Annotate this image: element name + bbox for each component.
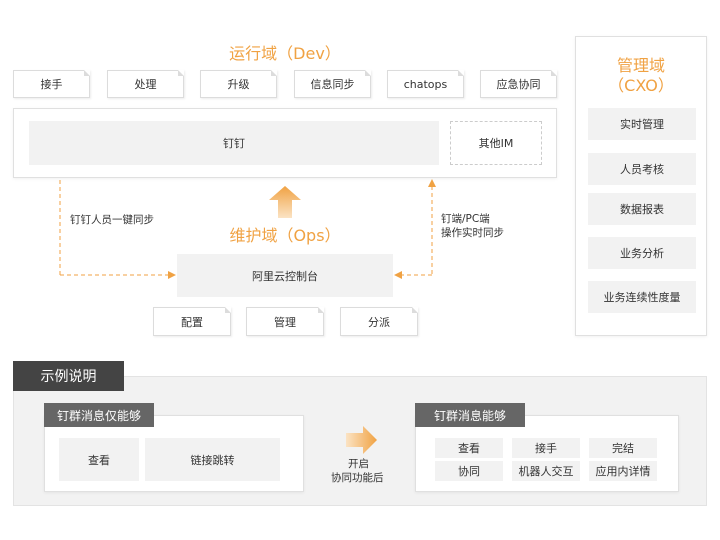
right-arrow-icon: [346, 426, 377, 454]
example-title: 示例说明: [13, 361, 124, 391]
ops-domain-title: 维护域（Ops）: [229, 226, 341, 245]
ops-tag-dispatch[interactable]: 分派: [340, 307, 418, 336]
example-right-robot[interactable]: 机器人交互: [512, 461, 580, 481]
ops-tag-config[interactable]: 配置: [153, 307, 231, 336]
example-right-view[interactable]: 查看: [435, 438, 503, 458]
cxo-item-continuity[interactable]: 业务连续性度量: [588, 281, 696, 313]
example-right-takeover[interactable]: 接手: [512, 438, 580, 458]
sync-left-label: 钉钉人员一键同步: [70, 214, 154, 226]
ops-tag-manage[interactable]: 管理: [246, 307, 324, 336]
dev-tag-chatops[interactable]: chatops: [387, 70, 464, 98]
cxo-item-analysis[interactable]: 业务分析: [588, 237, 696, 269]
example-right-header: 钉群消息能够: [415, 403, 525, 427]
dev-tag-info-sync[interactable]: 信息同步: [294, 70, 371, 98]
example-right-collab[interactable]: 协同: [435, 461, 503, 481]
cxo-item-assessment[interactable]: 人员考核: [588, 153, 696, 185]
sync-right-label-1: 钉端/PC端: [441, 213, 490, 225]
example-right-finish[interactable]: 完结: [589, 438, 657, 458]
dev-tag-emergency[interactable]: 应急协同: [480, 70, 557, 98]
cxo-title-2: （CXO）: [608, 76, 674, 95]
example-middle-2: 协同功能后: [331, 472, 384, 484]
dev-tag-handle[interactable]: 处理: [107, 70, 184, 98]
cxo-item-report[interactable]: 数据报表: [588, 193, 696, 225]
sync-right-label-2: 操作实时同步: [441, 227, 504, 239]
cxo-title-1: 管理域: [616, 56, 665, 75]
dingtalk-box[interactable]: 钉钉: [29, 121, 439, 165]
example-middle-1: 开启: [348, 458, 369, 470]
example-right-detail[interactable]: 应用内详情: [589, 461, 657, 481]
dev-tag-upgrade[interactable]: 升级: [200, 70, 277, 98]
example-left-link[interactable]: 链接跳转: [145, 438, 280, 481]
dev-tag-takeover[interactable]: 接手: [13, 70, 90, 98]
up-arrow-icon: [269, 186, 301, 218]
cxo-item-realtime[interactable]: 实时管理: [588, 108, 696, 140]
dev-domain-title: 运行域（Dev）: [229, 44, 341, 63]
example-left-header: 钉群消息仅能够: [44, 403, 154, 427]
other-im-box[interactable]: 其他IM: [450, 121, 542, 165]
aliyun-console-box[interactable]: 阿里云控制台: [177, 254, 393, 297]
example-left-view[interactable]: 查看: [59, 438, 139, 481]
